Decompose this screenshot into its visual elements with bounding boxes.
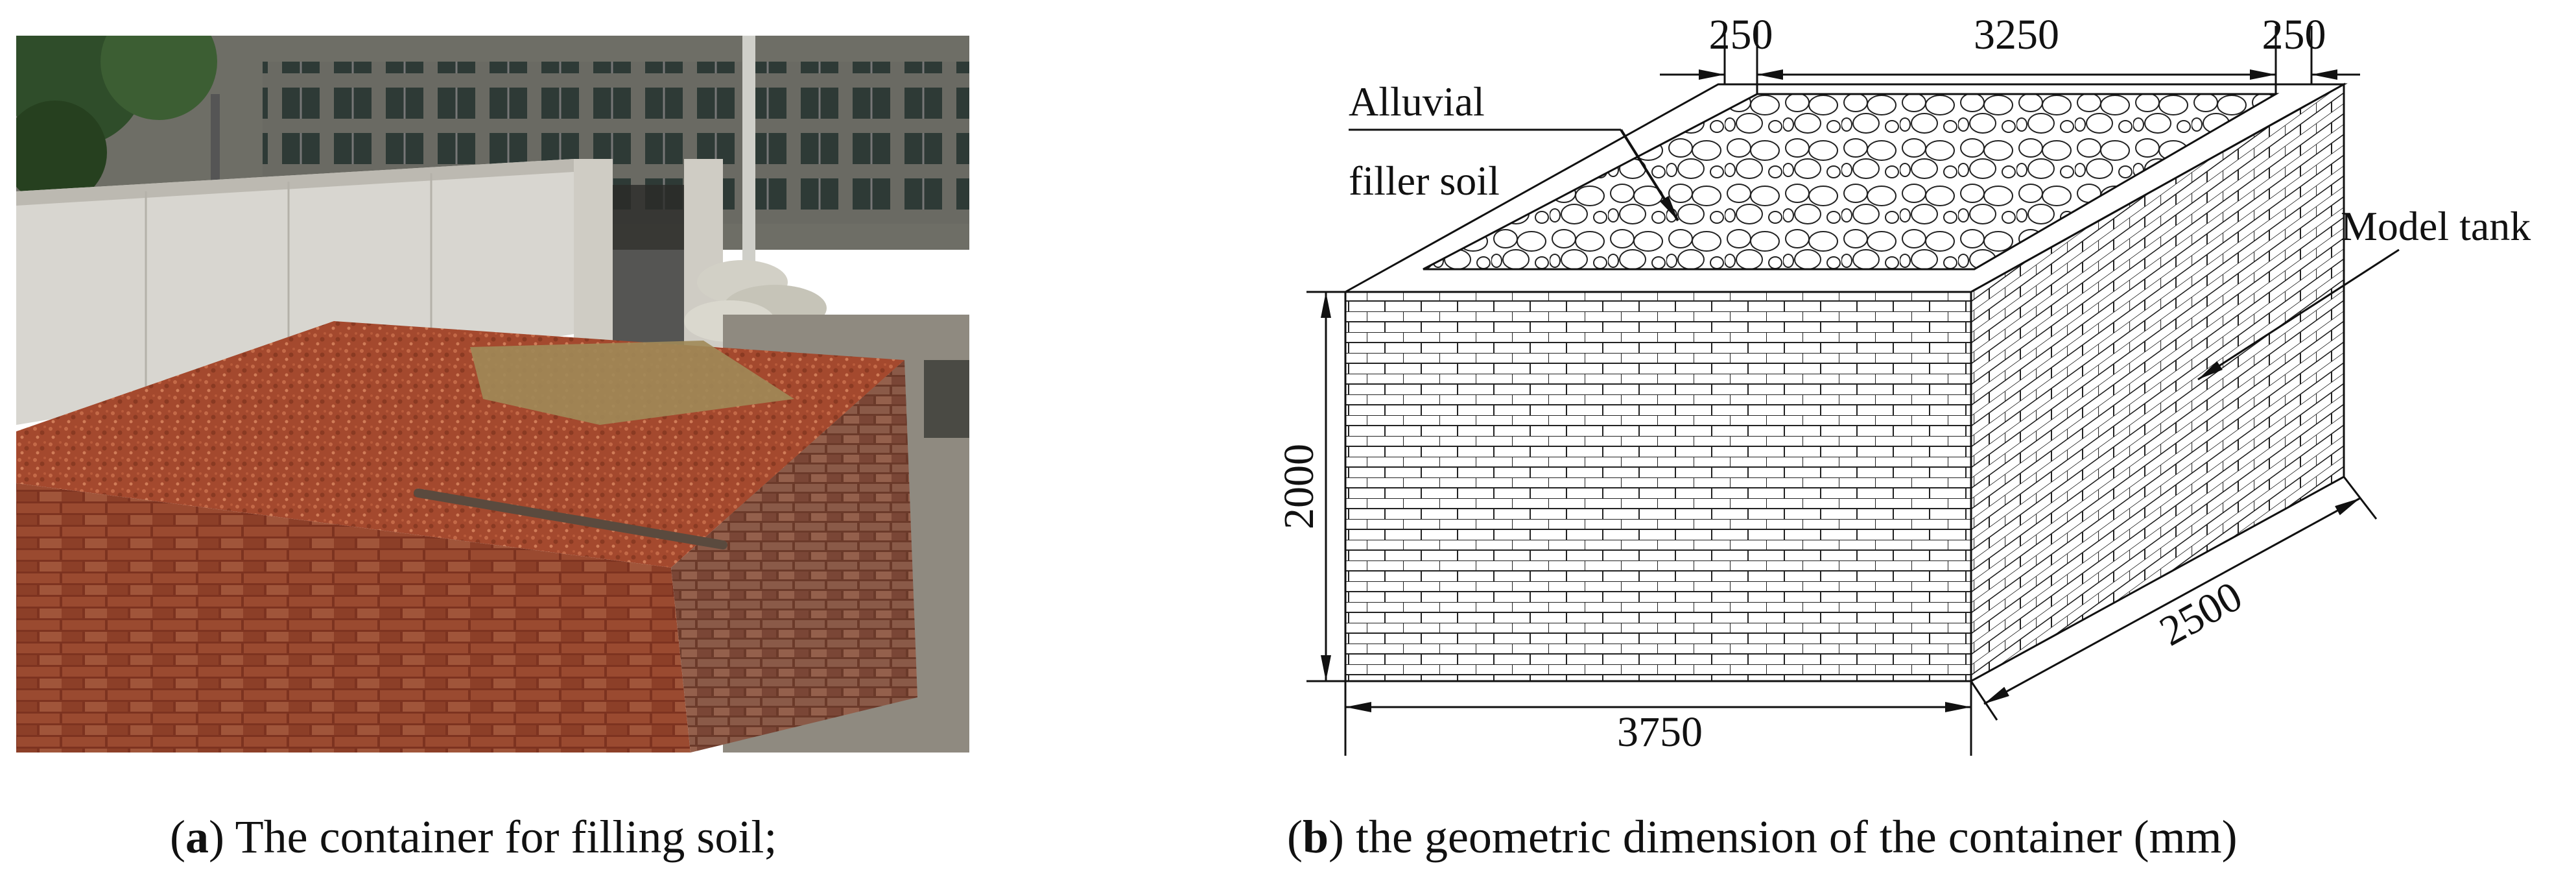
caption-b-text: the geometric dimension of the container… — [1344, 811, 2238, 863]
caption-b-letter: b — [1302, 811, 1329, 863]
iron-gate — [613, 185, 684, 354]
caption-a: (a) The container for filling soil; — [170, 811, 777, 863]
gate-pillar — [574, 159, 613, 347]
top-dimension-lines — [1660, 26, 2360, 94]
dim-height: 2000 — [1275, 444, 1323, 529]
caption-b: (b) the geometric dimension of the conta… — [1287, 811, 2238, 863]
dim-top-right-wall: 250 — [2262, 11, 2326, 58]
photo-illustration — [16, 36, 969, 753]
dim-length: 3750 — [1617, 708, 1703, 756]
label-model-tank: Model tank — [2341, 203, 2531, 249]
label-alluvial: Alluvial — [1349, 78, 1485, 125]
height-dimension-line — [1306, 291, 1345, 682]
brick-side-face — [671, 360, 917, 753]
soil-leader-line — [1349, 128, 1679, 222]
brick-front-face — [16, 483, 691, 753]
dim-top-inner: 3250 — [1974, 11, 2059, 58]
caption-a-text: The container for filling soil; — [224, 811, 777, 863]
tank-leader-line — [2197, 248, 2400, 381]
length-dimension-line — [1344, 681, 1972, 756]
width-dimension-line — [1970, 476, 2378, 721]
tank-dimension-diagram: 250 3250 250 2000 3750 2500 Alluvial fil… — [1258, 0, 2576, 772]
tank-front-face — [1344, 291, 1972, 682]
drain-pipe — [742, 36, 755, 269]
sand-patch — [470, 341, 794, 425]
concrete-wall — [16, 159, 574, 425]
diagram-svg: 250 3250 250 2000 3750 2500 Alluvial fil… — [1275, 11, 2531, 756]
dim-top-left-wall: 250 — [1709, 11, 1773, 58]
label-filler-soil: filler soil — [1349, 158, 1500, 204]
caption-a-letter: a — [185, 811, 209, 863]
photo-container-soil — [16, 36, 969, 753]
barrel — [924, 360, 969, 438]
steel-rod — [414, 488, 727, 549]
